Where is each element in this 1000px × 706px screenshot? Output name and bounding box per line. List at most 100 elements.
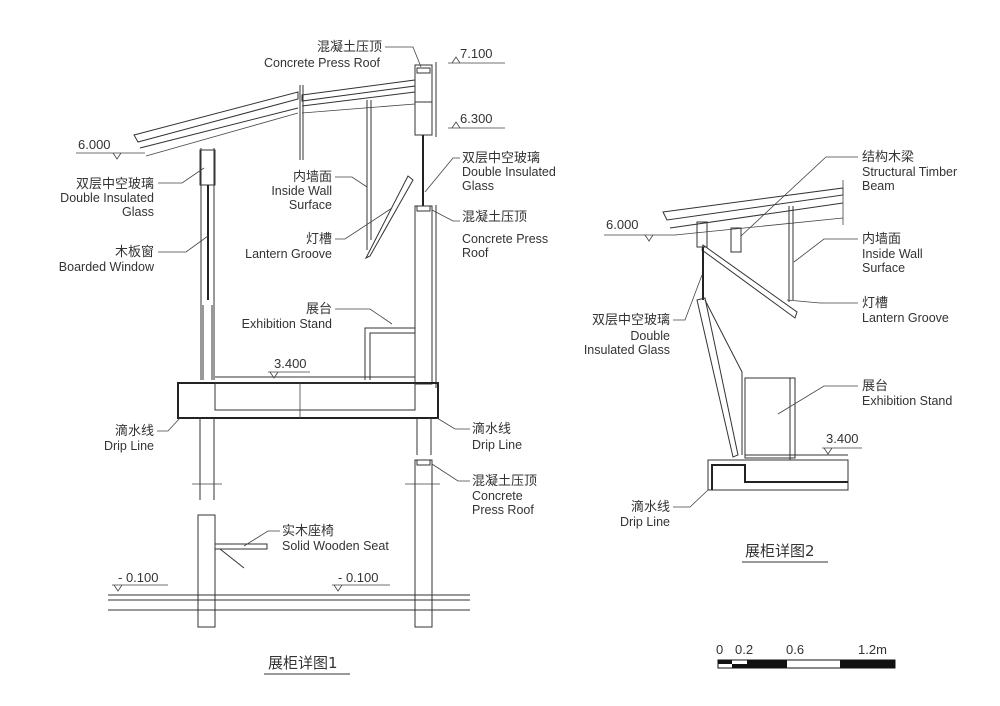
exhibition-stand — [744, 377, 796, 459]
glass-left — [199, 149, 216, 186]
svg-text:展柜详图1: 展柜详图1 — [268, 654, 338, 672]
level-minus-0100-left: - 0.100 — [112, 570, 168, 592]
detail-2: 6.000 3.400 结构木梁 Structural Timber Beam … — [584, 150, 957, 563]
detail-1: 7.100 6.300 6.000 3.400 - 0.100 - 0.100 … — [59, 39, 556, 675]
svg-text:结构木梁: 结构木梁 — [862, 150, 914, 165]
svg-text:6.000: 6.000 — [78, 137, 111, 152]
svg-text:Insulated Glass: Insulated Glass — [584, 343, 670, 357]
structural-timber-beam — [730, 227, 742, 253]
detail-2-title: 展柜详图2 — [742, 542, 828, 563]
svg-text:Double Insulated: Double Insulated — [60, 191, 154, 205]
floor-slab — [177, 382, 439, 419]
timber-post — [696, 221, 708, 248]
level-3400: 3.400 — [822, 431, 862, 455]
detail-1-title: 展柜详图1 — [264, 654, 350, 675]
svg-text:灯槽: 灯槽 — [306, 232, 332, 247]
label-lantern-groove: 灯槽 Lantern Groove — [245, 207, 393, 261]
svg-text:Glass: Glass — [462, 179, 494, 193]
svg-text:Lantern Groove: Lantern Groove — [862, 311, 949, 325]
svg-text:混凝土压顶: 混凝土压顶 — [462, 209, 527, 225]
wall-lower — [414, 205, 433, 385]
label-concrete-press-roof-low: 混凝土压顶 Concrete Press Roof — [431, 463, 537, 517]
svg-text:- 0.100: - 0.100 — [118, 570, 158, 585]
svg-text:Press Roof: Press Roof — [472, 503, 534, 517]
label-structural-timber-beam: 结构木梁 Structural Timber Beam — [740, 150, 957, 237]
label-wooden-seat: 实木座椅 Solid Wooden Seat — [243, 524, 389, 553]
svg-text:Concrete Press: Concrete Press — [462, 232, 548, 246]
svg-text:展柜详图2: 展柜详图2 — [745, 542, 815, 560]
svg-text:Double: Double — [630, 329, 670, 343]
svg-text:Drip Line: Drip Line — [620, 515, 670, 529]
svg-text:滴水线: 滴水线 — [115, 423, 154, 439]
svg-text:Concrete: Concrete — [472, 489, 523, 503]
svg-text:6.000: 6.000 — [606, 217, 639, 232]
svg-text:Glass: Glass — [122, 205, 154, 219]
scale-tick-0-2: 0.2 — [735, 642, 753, 657]
svg-text:6.300: 6.300 — [460, 111, 493, 126]
svg-text:展台: 展台 — [306, 302, 332, 317]
svg-text:Inside Wall: Inside Wall — [862, 247, 923, 261]
level-minus-0100-right: - 0.100 — [332, 570, 390, 592]
svg-text:滴水线: 滴水线 — [472, 421, 511, 437]
svg-text:Boarded Window: Boarded Window — [59, 260, 155, 274]
level-6300: 6.300 — [448, 111, 505, 129]
column-right — [414, 459, 433, 628]
svg-text:内墙面: 内墙面 — [862, 231, 901, 247]
scale-tick-0: 0 — [716, 642, 723, 657]
level-6000: 6.000 — [604, 217, 676, 242]
svg-text:Drip Line: Drip Line — [104, 439, 154, 453]
svg-text:Solid Wooden Seat: Solid Wooden Seat — [282, 539, 389, 553]
svg-text:Structural Timber: Structural Timber — [862, 165, 957, 179]
svg-text:双层中空玻璃: 双层中空玻璃 — [462, 151, 540, 166]
svg-text:Exhibition Stand: Exhibition Stand — [862, 394, 952, 408]
label-exhibition-stand: 展台 Exhibition Stand — [777, 379, 952, 415]
svg-text:滴水线: 滴水线 — [631, 499, 670, 515]
svg-text:木板窗: 木板窗 — [115, 244, 154, 260]
svg-text:Beam: Beam — [862, 179, 895, 193]
roof — [662, 180, 844, 236]
svg-text:双层中空玻璃: 双层中空玻璃 — [592, 313, 670, 328]
ground-line — [108, 594, 470, 611]
label-drip-line-right: 滴水线 Drip Line — [436, 417, 522, 452]
exhibition-stand — [364, 327, 415, 380]
svg-text:Roof: Roof — [462, 246, 489, 260]
wooden-seat — [214, 543, 268, 550]
svg-text:Exhibition Stand: Exhibition Stand — [242, 317, 332, 331]
concrete-block — [414, 101, 433, 136]
column-left — [197, 514, 216, 628]
svg-text:Drip Line: Drip Line — [472, 438, 522, 452]
level-7100: 7.100 — [448, 46, 505, 64]
svg-text:Concrete Press Roof: Concrete Press Roof — [264, 56, 381, 70]
label-inside-wall: 内墙面 Inside Wall Surface — [271, 169, 368, 212]
scale-bar: 0 0.2 0.6 1.2m — [716, 642, 896, 669]
svg-text:Double Insulated: Double Insulated — [462, 165, 556, 179]
svg-text:- 0.100: - 0.100 — [338, 570, 378, 585]
label-boarded-window: 木板窗 Boarded Window — [59, 235, 209, 274]
svg-text:Inside Wall: Inside Wall — [271, 184, 332, 198]
level-6000-left: 6.000 — [76, 137, 145, 160]
svg-text:双层中空玻璃: 双层中空玻璃 — [76, 177, 154, 192]
label-double-insulated-glass: 双层中空玻璃 Double Insulated Glass — [584, 274, 703, 357]
svg-text:Surface: Surface — [289, 198, 332, 212]
roof-upper — [299, 79, 416, 160]
level-3400-left: 3.400 — [268, 356, 310, 379]
label-inside-wall: 内墙面 Inside Wall Surface — [793, 231, 923, 275]
roof-lower — [133, 91, 299, 157]
label-glass-left: 双层中空玻璃 Double Insulated Glass — [60, 167, 205, 219]
svg-text:Surface: Surface — [862, 261, 905, 275]
lantern-groove — [364, 175, 414, 260]
scale-tick-0-6: 0.6 — [786, 642, 804, 657]
scale-tick-1-2: 1.2m — [858, 642, 887, 657]
label-glass-right: 双层中空玻璃 Double Insulated Glass — [424, 151, 556, 193]
label-concrete-press-roof-mid: 混凝土压顶 Concrete Press Roof — [431, 209, 548, 260]
svg-text:3.400: 3.400 — [274, 356, 307, 371]
svg-text:混凝土压顶: 混凝土压顶 — [317, 39, 382, 55]
label-drip-line-left: 滴水线 Drip Line — [104, 417, 181, 453]
svg-text:Lantern Groove: Lantern Groove — [245, 247, 332, 261]
svg-text:灯槽: 灯槽 — [862, 296, 888, 311]
label-concrete-press-roof-top: 混凝土压顶 Concrete Press Roof — [264, 39, 422, 70]
svg-text:展台: 展台 — [862, 379, 888, 394]
label-lantern-groove: 灯槽 Lantern Groove — [786, 296, 949, 325]
wall-top — [414, 64, 433, 103]
svg-text:实木座椅: 实木座椅 — [282, 524, 334, 539]
